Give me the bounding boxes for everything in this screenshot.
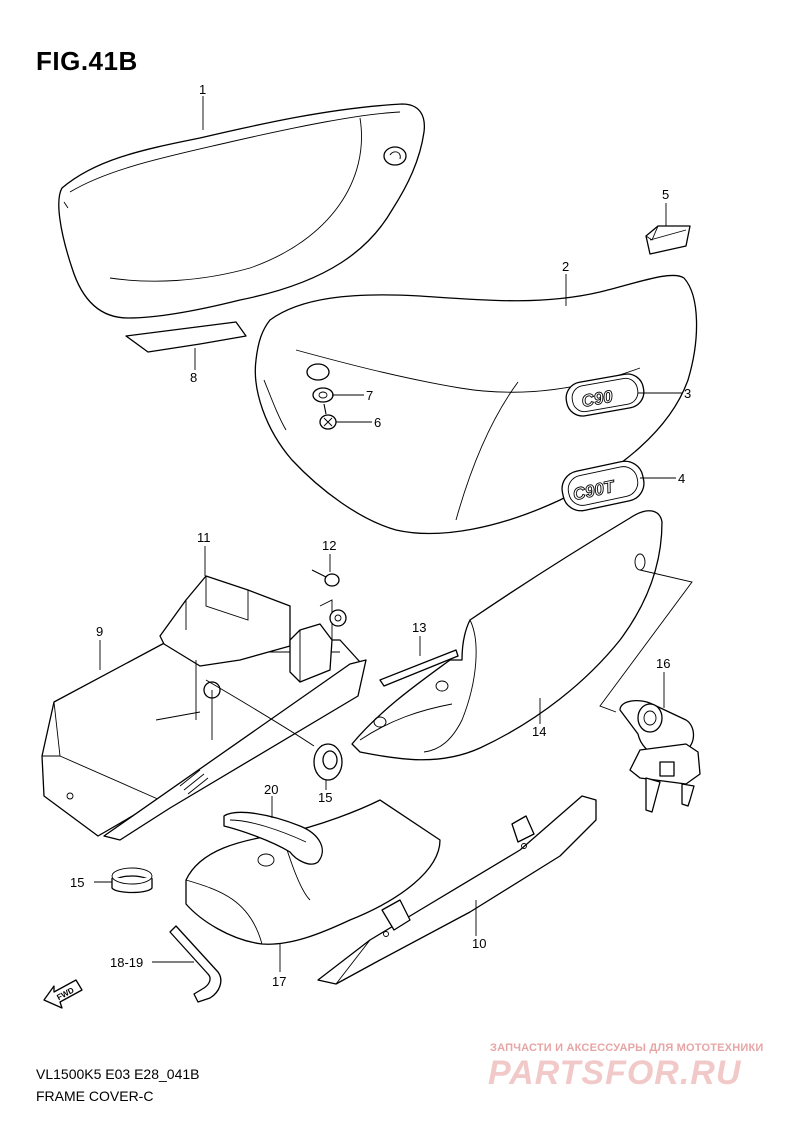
callout-8: 8 bbox=[190, 370, 197, 385]
part-5-cushion bbox=[645, 225, 691, 255]
part-7-washer bbox=[312, 387, 334, 403]
part-4-emblem: C90T bbox=[561, 460, 645, 512]
callout-1: 1 bbox=[199, 82, 206, 97]
figure-title: FIG.41B bbox=[36, 46, 138, 76]
part-13-rod bbox=[379, 649, 459, 687]
callout-3: 3 bbox=[684, 386, 691, 401]
part-1-frame-cover-upper bbox=[58, 103, 426, 353]
part-11-bracket bbox=[155, 575, 347, 740]
part-12-bolt bbox=[311, 569, 340, 587]
callout-15-upper: 15 bbox=[318, 790, 332, 805]
part-16-ignition-lock bbox=[619, 699, 701, 813]
part-6-screw bbox=[319, 403, 337, 430]
part-14-frame-cover-lower bbox=[351, 510, 693, 761]
part-10-rail-cover bbox=[317, 795, 597, 985]
callout-labels: 1 2 3 4 5 6 7 8 9 10 11 12 13 14 15 15 1… bbox=[70, 82, 691, 989]
callout-17: 17 bbox=[272, 974, 286, 989]
part-15-grommet-upper bbox=[205, 679, 343, 781]
forward-direction-arrow-icon: FWD bbox=[43, 979, 83, 1009]
callout-20: 20 bbox=[264, 782, 278, 797]
watermark-brand: PARTSFOR.RU bbox=[488, 1054, 742, 1092]
part-3-emblem: C90 bbox=[565, 373, 645, 417]
part-18-19-hex-wrench bbox=[169, 925, 222, 1003]
callout-11: 11 bbox=[197, 530, 211, 545]
callout-18-19: 18-19 bbox=[110, 955, 143, 970]
leader-lines bbox=[94, 96, 682, 972]
callout-14: 14 bbox=[532, 724, 546, 739]
figure-caption: FRAME COVER-C bbox=[36, 1088, 154, 1104]
callout-12: 12 bbox=[322, 538, 336, 553]
callout-4: 4 bbox=[678, 471, 685, 486]
model-code: VL1500K5 E03 E28_041B bbox=[36, 1066, 200, 1082]
callout-2: 2 bbox=[562, 259, 569, 274]
callout-7: 7 bbox=[366, 388, 373, 403]
callout-13: 13 bbox=[412, 620, 426, 635]
callout-16: 16 bbox=[656, 656, 670, 671]
part-20-strap bbox=[223, 811, 323, 865]
callout-9: 9 bbox=[96, 624, 103, 639]
callout-10: 10 bbox=[472, 936, 486, 951]
watermark-tagline: ЗАПЧАСТИ И АКСЕССУАРЫ ДЛЯ МОТОТЕХНИКИ bbox=[490, 1042, 764, 1054]
callout-15-lower: 15 bbox=[70, 875, 84, 890]
callout-5: 5 bbox=[662, 187, 669, 202]
callout-6: 6 bbox=[374, 415, 381, 430]
part-15-grommet-lower bbox=[111, 867, 153, 894]
